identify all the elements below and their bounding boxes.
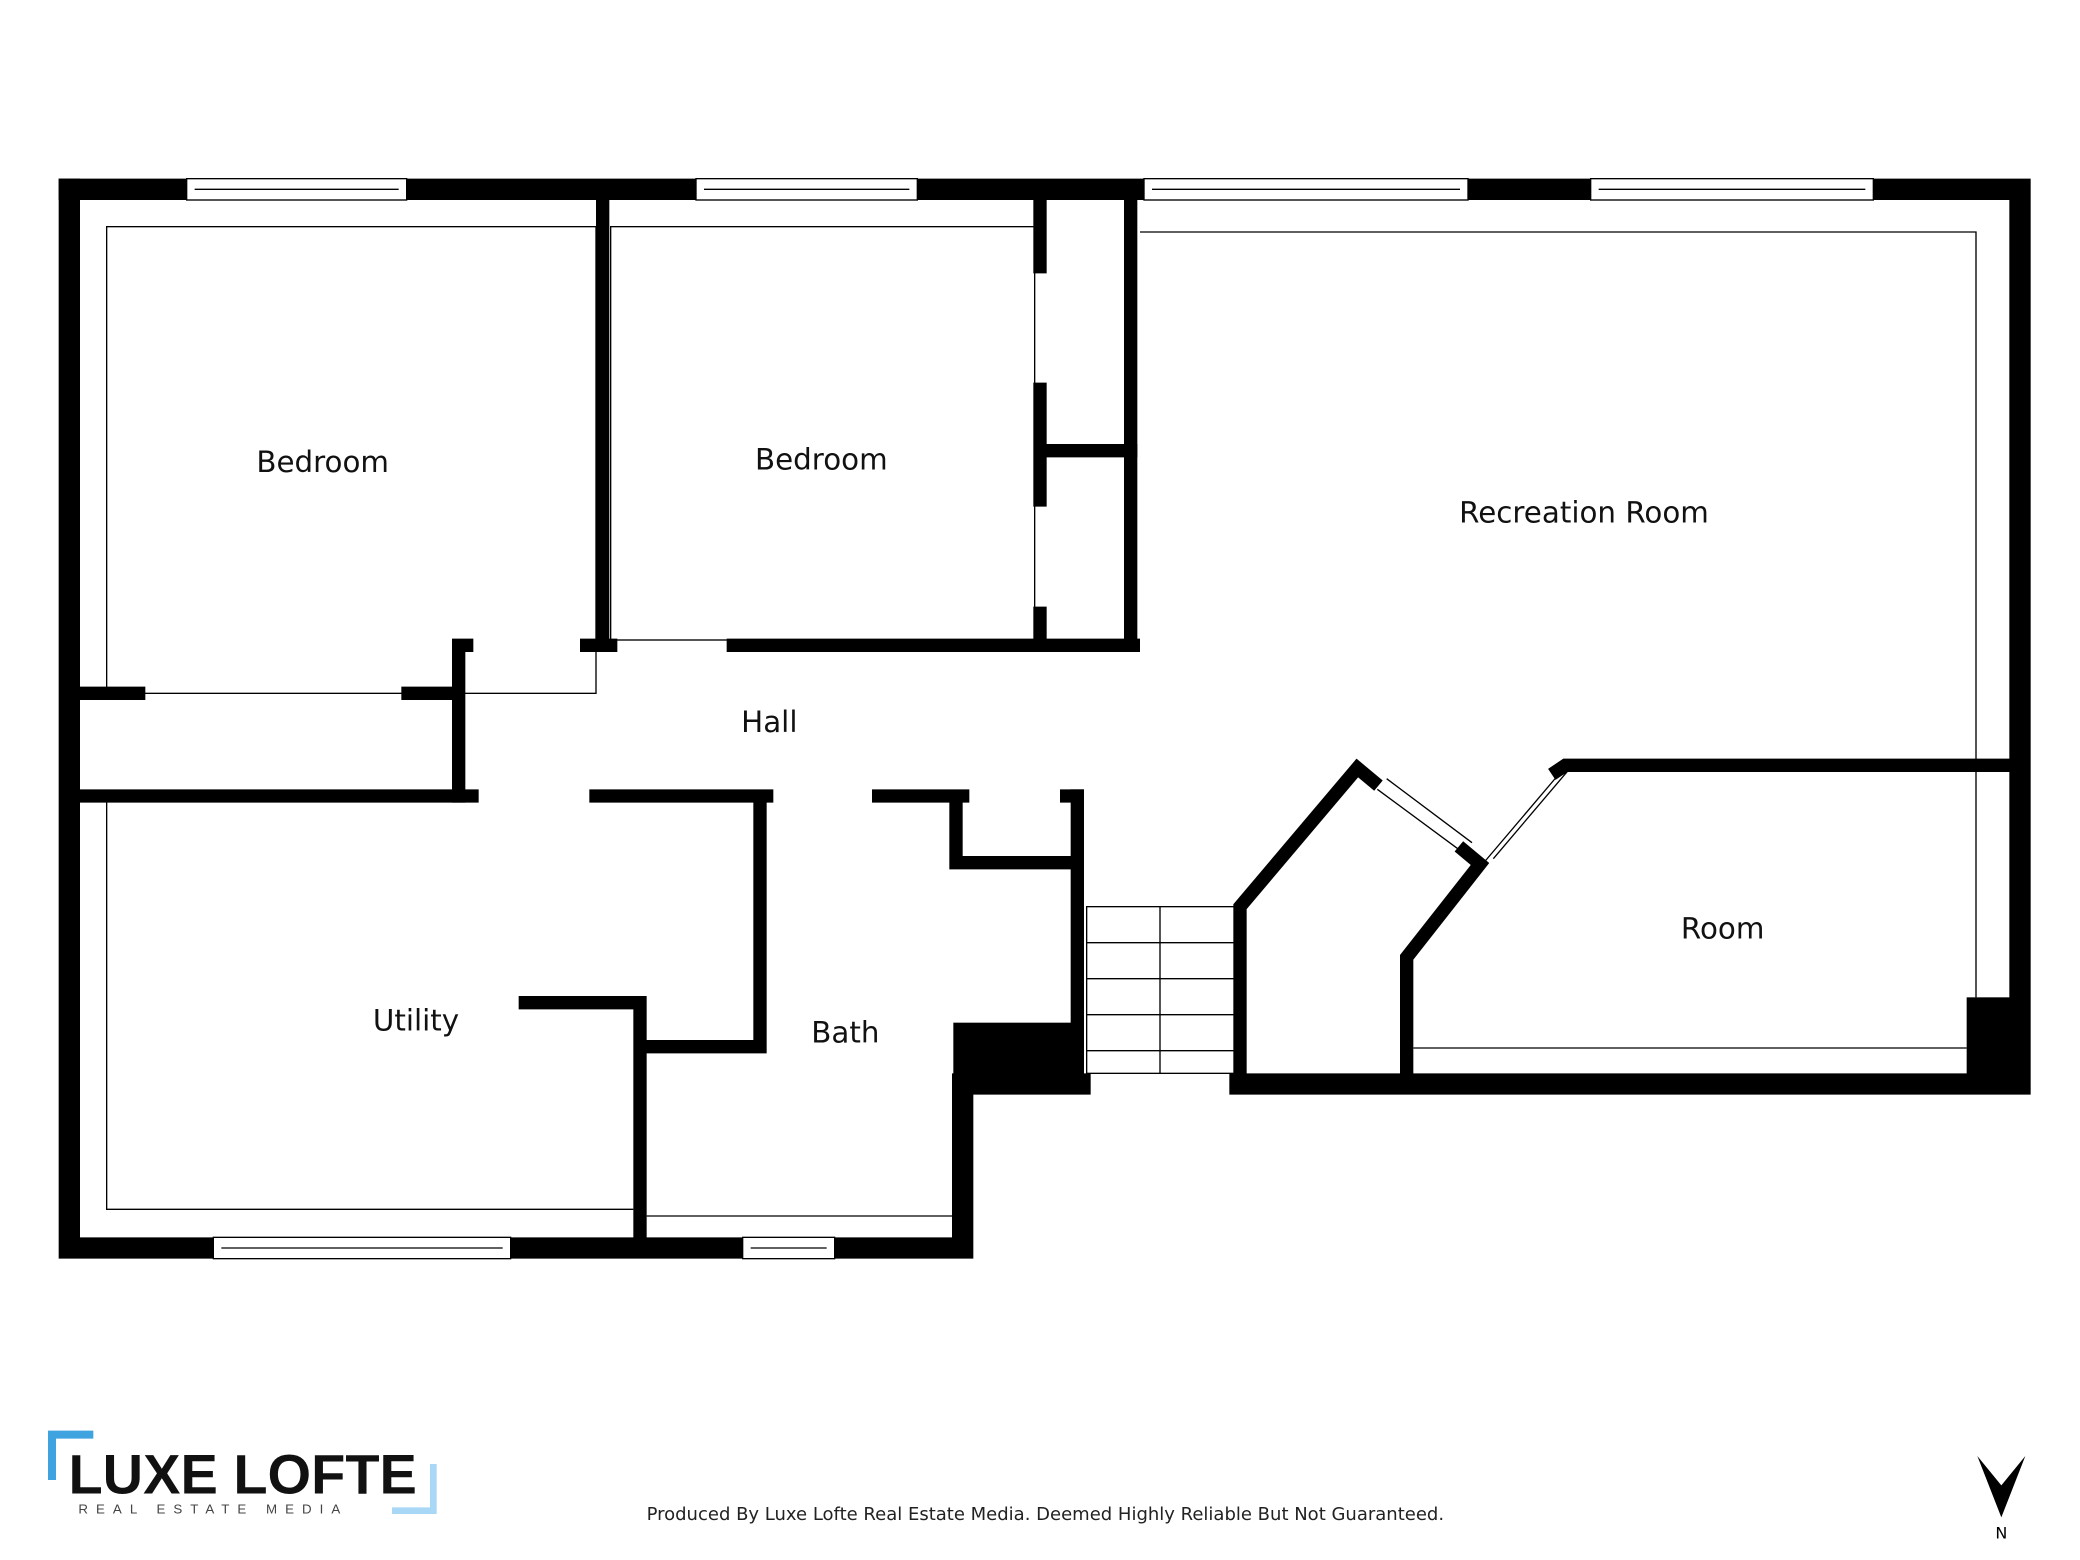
stairs xyxy=(1086,906,1237,1074)
windows xyxy=(185,177,1874,1260)
room-label-bath: Bath xyxy=(811,1016,879,1050)
room-label-bedroom-2: Bedroom xyxy=(755,442,888,476)
north-arrow-icon: N xyxy=(1977,1456,2026,1543)
compass-label: N xyxy=(1995,1524,2007,1543)
room-label-hall: Hall xyxy=(741,705,797,739)
logo-subtitle: REAL ESTATE MEDIA xyxy=(78,1501,348,1516)
room-label-utility: Utility xyxy=(373,1004,459,1038)
room-label-recreation-room: Recreation Room xyxy=(1459,496,1709,530)
room-label-room: Room xyxy=(1681,912,1765,946)
luxe-lofte-logo: LUXE LOFTE REAL ESTATE MEDIA xyxy=(48,1430,437,1516)
room-label-bedroom-1: Bedroom xyxy=(256,445,389,479)
interior-walls xyxy=(73,193,2018,1247)
logo-text: LUXE LOFTE xyxy=(68,1442,416,1505)
room-outlines xyxy=(106,226,1977,1217)
disclaimer-text: Produced By Luxe Lofte Real Estate Media… xyxy=(647,1504,1444,1525)
door-openings xyxy=(1376,770,1569,865)
